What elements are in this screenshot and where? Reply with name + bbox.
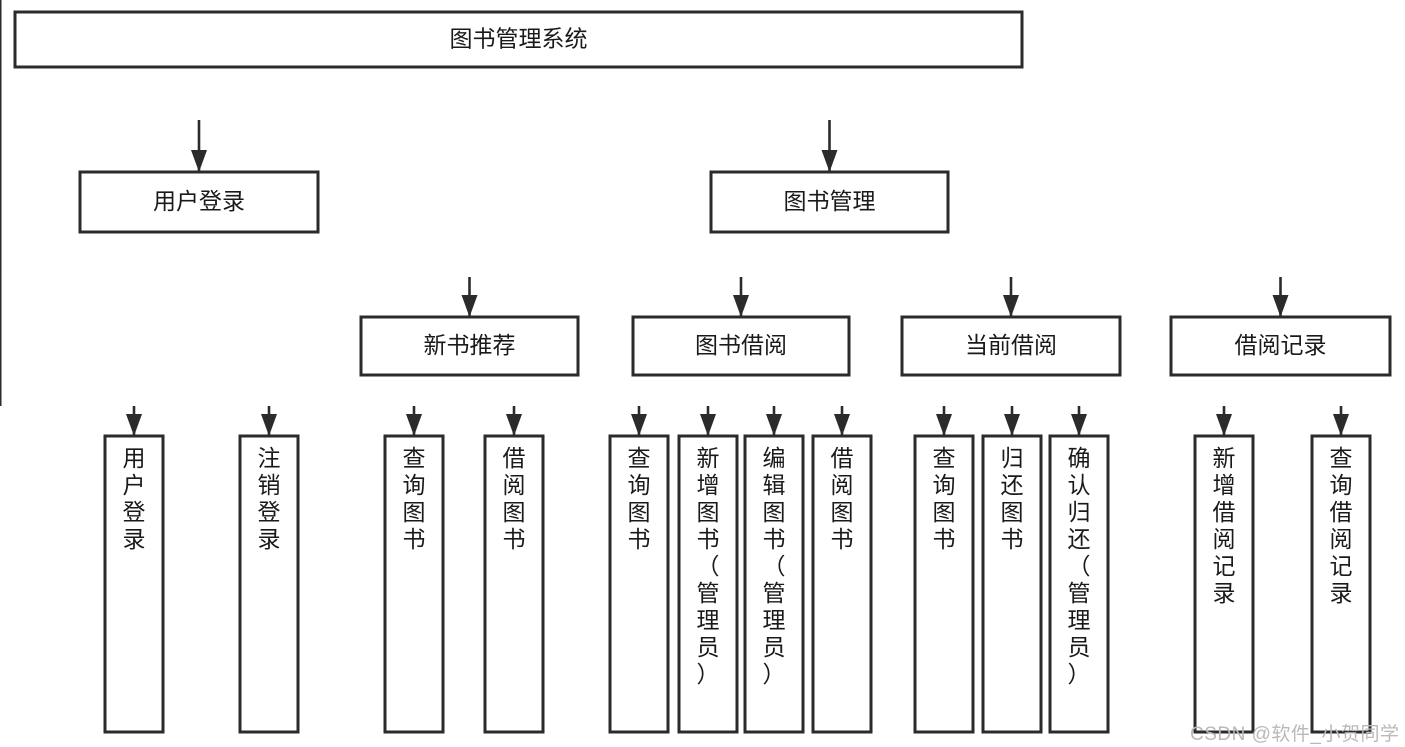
node-box-current-borrow[interactable] [900, 315, 1122, 377]
node-root[interactable]: 图书管理系统 [13, 10, 1024, 69]
node-leaf-borrow-book[interactable]: 借阅图书 [811, 434, 873, 734]
node-label-borrow-record: 借阅记录 [1235, 332, 1327, 358]
node-box-leaf-return-book[interactable] [981, 434, 1043, 734]
arrow-head-icon [1333, 414, 1349, 436]
node-label-leaf-add-borrow-record: 新增借阅记录 [1213, 445, 1236, 606]
arrow-head-icon [700, 414, 716, 436]
node-label-leaf-add-book-admin: 新增图书（管理员） [697, 445, 720, 687]
node-label-leaf-edit-book-admin: 编辑图书（管理员） [763, 445, 786, 687]
node-box-leaf-query-book-borrow[interactable] [608, 434, 670, 734]
node-leaf-add-borrow-record[interactable]: 新增借阅记录 [1193, 434, 1255, 734]
node-leaf-logout-login[interactable]: 注销登录 [238, 434, 300, 734]
arrow-head-icon [766, 414, 782, 436]
node-box-book-manage[interactable] [709, 170, 950, 234]
node-user-login[interactable]: 用户登录 [78, 170, 320, 234]
node-leaf-confirm-return-admin[interactable]: 确认归还（管理员） [1048, 434, 1110, 734]
node-box-user-login[interactable] [78, 170, 320, 234]
node-label-root: 图书管理系统 [450, 26, 588, 52]
node-leaf-query-book-recommend[interactable]: 查询图书 [383, 434, 445, 734]
node-box-leaf-add-borrow-record[interactable] [1193, 434, 1255, 734]
node-label-leaf-borrow-book: 借阅图书 [831, 445, 854, 552]
node-box-leaf-query-book-recommend[interactable] [383, 434, 445, 734]
arrow-head-icon [733, 295, 749, 317]
node-box-leaf-borrow-book[interactable] [811, 434, 873, 734]
node-box-borrow-record[interactable] [1169, 315, 1392, 377]
node-leaf-edit-book-admin[interactable]: 编辑图书（管理员） [743, 434, 805, 734]
node-box-new-book-recommend[interactable] [359, 315, 580, 377]
node-leaf-add-book-admin[interactable]: 新增图书（管理员） [677, 434, 739, 734]
arrow-head-icon [406, 414, 422, 436]
arrow-head-icon [936, 414, 952, 436]
arrow-head-icon [191, 150, 207, 172]
arrow-head-icon [1216, 414, 1232, 436]
arrow-head-icon [461, 295, 478, 317]
csdn-watermark: CSDN @软件_小贺同学 [1190, 724, 1400, 745]
arrow-head-icon [821, 150, 838, 172]
node-label-leaf-query-borrow-record: 查询借阅记录 [1330, 445, 1353, 606]
arrow-head-icon [1272, 295, 1289, 317]
node-leaf-query-book-borrow[interactable]: 查询图书 [608, 434, 670, 734]
node-new-book-recommend[interactable]: 新书推荐 [359, 315, 580, 377]
node-box-leaf-add-book-admin[interactable] [677, 434, 739, 734]
node-borrow-record[interactable]: 借阅记录 [1169, 315, 1392, 377]
connectors-layer [0, 0, 1349, 436]
node-leaf-borrow-book-recommend[interactable]: 借阅图书 [483, 434, 545, 734]
node-label-leaf-query-book-current: 查询图书 [933, 445, 956, 552]
node-label-leaf-query-book-recommend: 查询图书 [403, 445, 426, 552]
node-box-root[interactable] [13, 10, 1024, 69]
node-box-leaf-query-borrow-record[interactable] [1310, 434, 1372, 734]
node-label-leaf-confirm-return-admin: 确认归还（管理员） [1068, 445, 1091, 687]
arrow-head-icon [1003, 295, 1019, 317]
node-label-book-manage: 图书管理 [784, 188, 876, 214]
node-box-leaf-borrow-book-recommend[interactable] [483, 434, 545, 734]
node-current-borrow[interactable]: 当前借阅 [900, 315, 1122, 377]
node-box-leaf-logout-login[interactable] [238, 434, 300, 734]
arrow-head-icon [631, 414, 647, 436]
node-box-leaf-edit-book-admin[interactable] [743, 434, 805, 734]
node-label-new-book-recommend: 新书推荐 [424, 332, 516, 358]
node-label-book-borrow: 图书借阅 [695, 332, 787, 358]
node-label-user-login: 用户登录 [153, 188, 245, 214]
arrow-head-icon [834, 414, 850, 436]
node-leaf-query-book-current[interactable]: 查询图书 [913, 434, 975, 734]
arrow-head-icon [506, 414, 522, 436]
arrow-head-icon [126, 414, 142, 436]
arrow-head-icon [261, 414, 277, 436]
node-box-leaf-query-book-current[interactable] [913, 434, 975, 734]
node-book-manage[interactable]: 图书管理 [709, 170, 950, 234]
node-label-leaf-borrow-book-recommend: 借阅图书 [503, 445, 526, 552]
node-leaf-return-book[interactable]: 归还图书 [981, 434, 1043, 734]
nodes-layer: 图书管理系统用户登录图书管理新书推荐图书借阅当前借阅借阅记录用户登录注销登录查询… [13, 10, 1392, 734]
node-label-leaf-user-login: 用户登录 [123, 445, 146, 552]
node-leaf-query-borrow-record[interactable]: 查询借阅记录 [1310, 434, 1372, 734]
node-box-leaf-confirm-return-admin[interactable] [1048, 434, 1110, 734]
arrow-head-icon [1071, 414, 1087, 436]
node-leaf-user-login[interactable]: 用户登录 [103, 434, 165, 734]
node-box-leaf-user-login[interactable] [103, 434, 165, 734]
arrow-head-icon [1004, 414, 1020, 436]
node-label-current-borrow: 当前借阅 [965, 332, 1057, 358]
node-label-leaf-logout-login: 注销登录 [258, 445, 281, 552]
node-label-leaf-query-book-borrow: 查询图书 [628, 445, 651, 552]
node-label-leaf-return-book: 归还图书 [1001, 445, 1024, 552]
node-book-borrow[interactable]: 图书借阅 [631, 315, 851, 377]
node-box-book-borrow[interactable] [631, 315, 851, 377]
